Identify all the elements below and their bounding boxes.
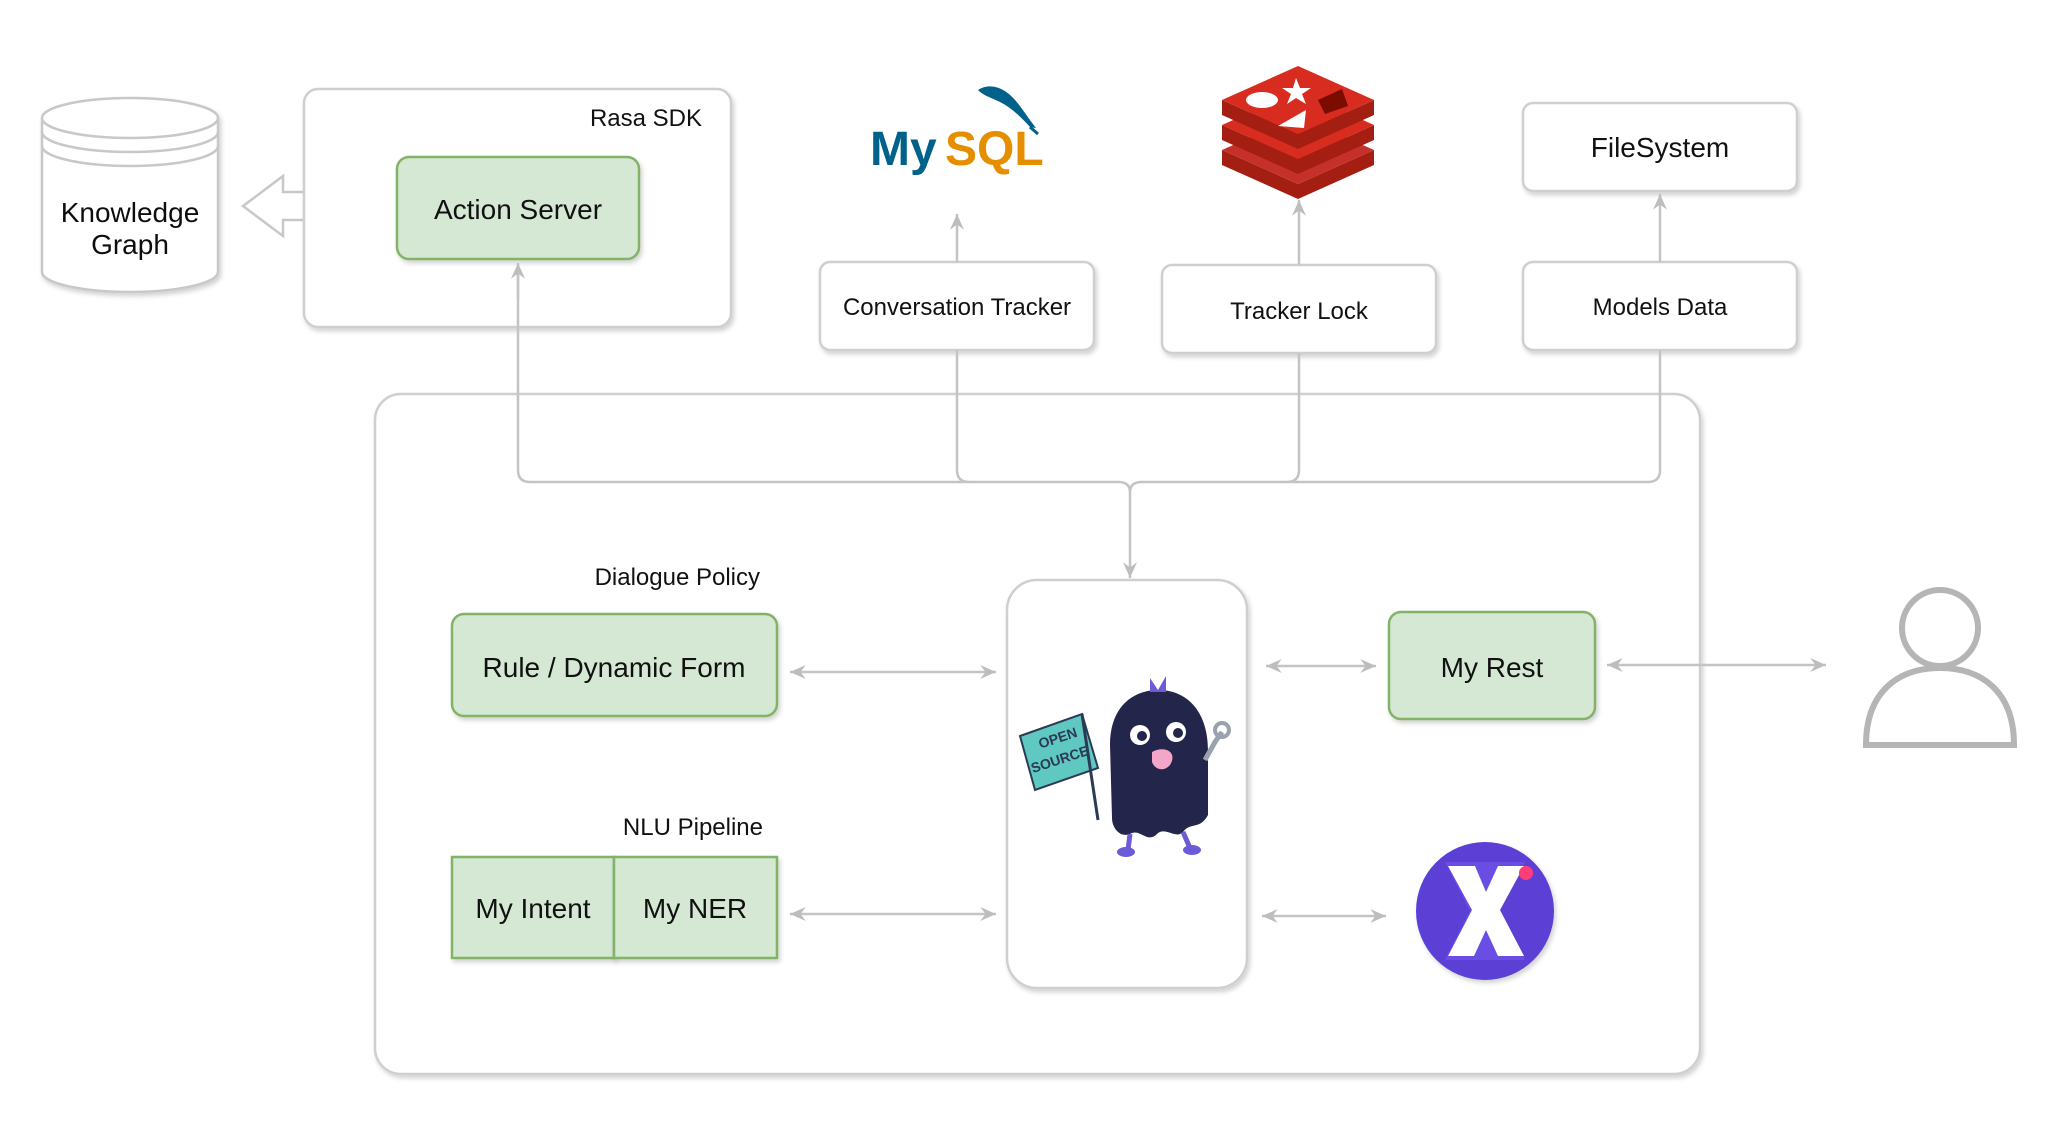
redis-logo-icon (1222, 66, 1374, 199)
rule-dynamic-form-label: Rule / Dynamic Form (483, 652, 746, 683)
tracker-lock-label: Tracker Lock (1230, 298, 1369, 325)
my-intent-box[interactable]: My Intent (450, 855, 616, 960)
rasa-mascot-icon: OPEN SOURCE (1018, 676, 1231, 857)
filesystem-label: FileSystem (1591, 132, 1729, 163)
knowledge-graph-label-line1: Knowledge (61, 197, 200, 228)
rasa-sdk-title: Rasa SDK (590, 105, 702, 132)
my-ner-box[interactable]: My NER (612, 855, 779, 960)
nlu-pipeline-title: NLU Pipeline (623, 814, 763, 841)
my-ner-label: My NER (643, 893, 747, 924)
knowledge-graph-label-line2: Graph (91, 229, 169, 260)
models-data-label: Models Data (1593, 294, 1728, 321)
mysql-logo-sql: SQL (945, 123, 1044, 176)
my-intent-label: My Intent (475, 893, 590, 924)
mysql-logo-icon: My SQL (870, 86, 1044, 176)
connector-conversation-tracker (955, 350, 970, 484)
dialogue-policy-title: Dialogue Policy (595, 564, 760, 591)
action-server-label: Action Server (434, 194, 602, 225)
user-icon (1862, 587, 2018, 748)
mysql-logo-my: My (870, 123, 937, 176)
knowledge-graph-database[interactable]: Knowledge Graph (40, 96, 220, 294)
action-server-box[interactable]: Action Server (395, 155, 641, 261)
filesystem-box[interactable]: FileSystem (1521, 101, 1799, 193)
my-rest-box[interactable]: My Rest (1387, 610, 1597, 721)
models-data-box[interactable]: Models Data (1521, 260, 1799, 352)
connector-models-data (1287, 350, 1662, 484)
rasa-x-logo-icon (1416, 842, 1554, 980)
my-rest-label: My Rest (1441, 652, 1544, 683)
conversation-tracker-box[interactable]: Conversation Tracker (818, 260, 1096, 352)
tracker-lock-box[interactable]: Tracker Lock (1160, 263, 1438, 355)
conversation-tracker-label: Conversation Tracker (843, 294, 1071, 321)
rule-dynamic-form-box[interactable]: Rule / Dynamic Form (450, 612, 779, 718)
